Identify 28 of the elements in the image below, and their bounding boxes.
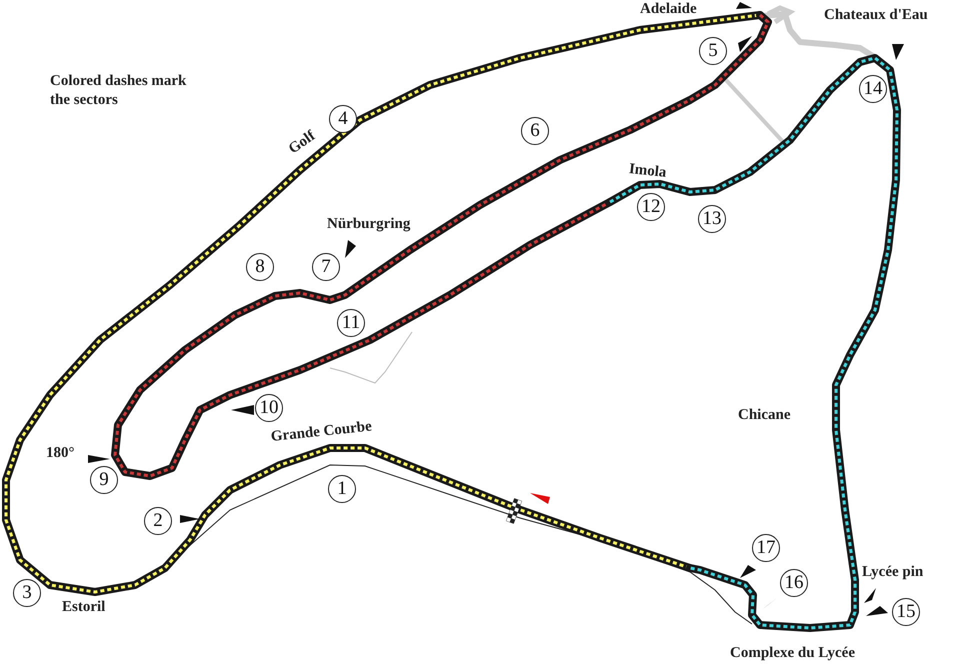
corner-name: Imola xyxy=(628,160,668,183)
corner-number: 13 xyxy=(698,205,726,233)
corner-number: 10 xyxy=(255,394,283,422)
corner-name: Golf xyxy=(285,127,320,159)
corner-number: 17 xyxy=(752,534,780,562)
corner-name: Chicane xyxy=(738,406,790,425)
corner-number: 6 xyxy=(521,117,549,145)
corner-name: Adelaide xyxy=(640,0,697,19)
corner-number: 15 xyxy=(892,598,920,626)
corner-number: 1 xyxy=(328,475,356,503)
corner-number: 9 xyxy=(90,466,118,494)
corner-name: 180° xyxy=(46,444,74,463)
corner-number: 8 xyxy=(246,253,274,281)
corner-number: 14 xyxy=(859,75,887,103)
corner-number: 11 xyxy=(337,309,365,337)
corner-name: Estoril xyxy=(62,598,106,617)
corner-number: 7 xyxy=(312,253,340,281)
corner-name: Nürburgring xyxy=(327,215,410,234)
corner-name: Chateaux d'Eau xyxy=(824,6,928,25)
corner-name: Lycée pin xyxy=(862,563,924,582)
note-text: Colored dashes mark the sectors xyxy=(50,72,188,110)
corner-number: 5 xyxy=(699,37,727,65)
corner-name: Complexe du Lycée xyxy=(730,644,855,663)
corner-number: 16 xyxy=(780,569,808,597)
corner-number: 3 xyxy=(13,579,41,607)
corner-number: 2 xyxy=(144,507,172,535)
corner-number: 4 xyxy=(329,105,357,133)
corner-number: 12 xyxy=(637,193,665,221)
